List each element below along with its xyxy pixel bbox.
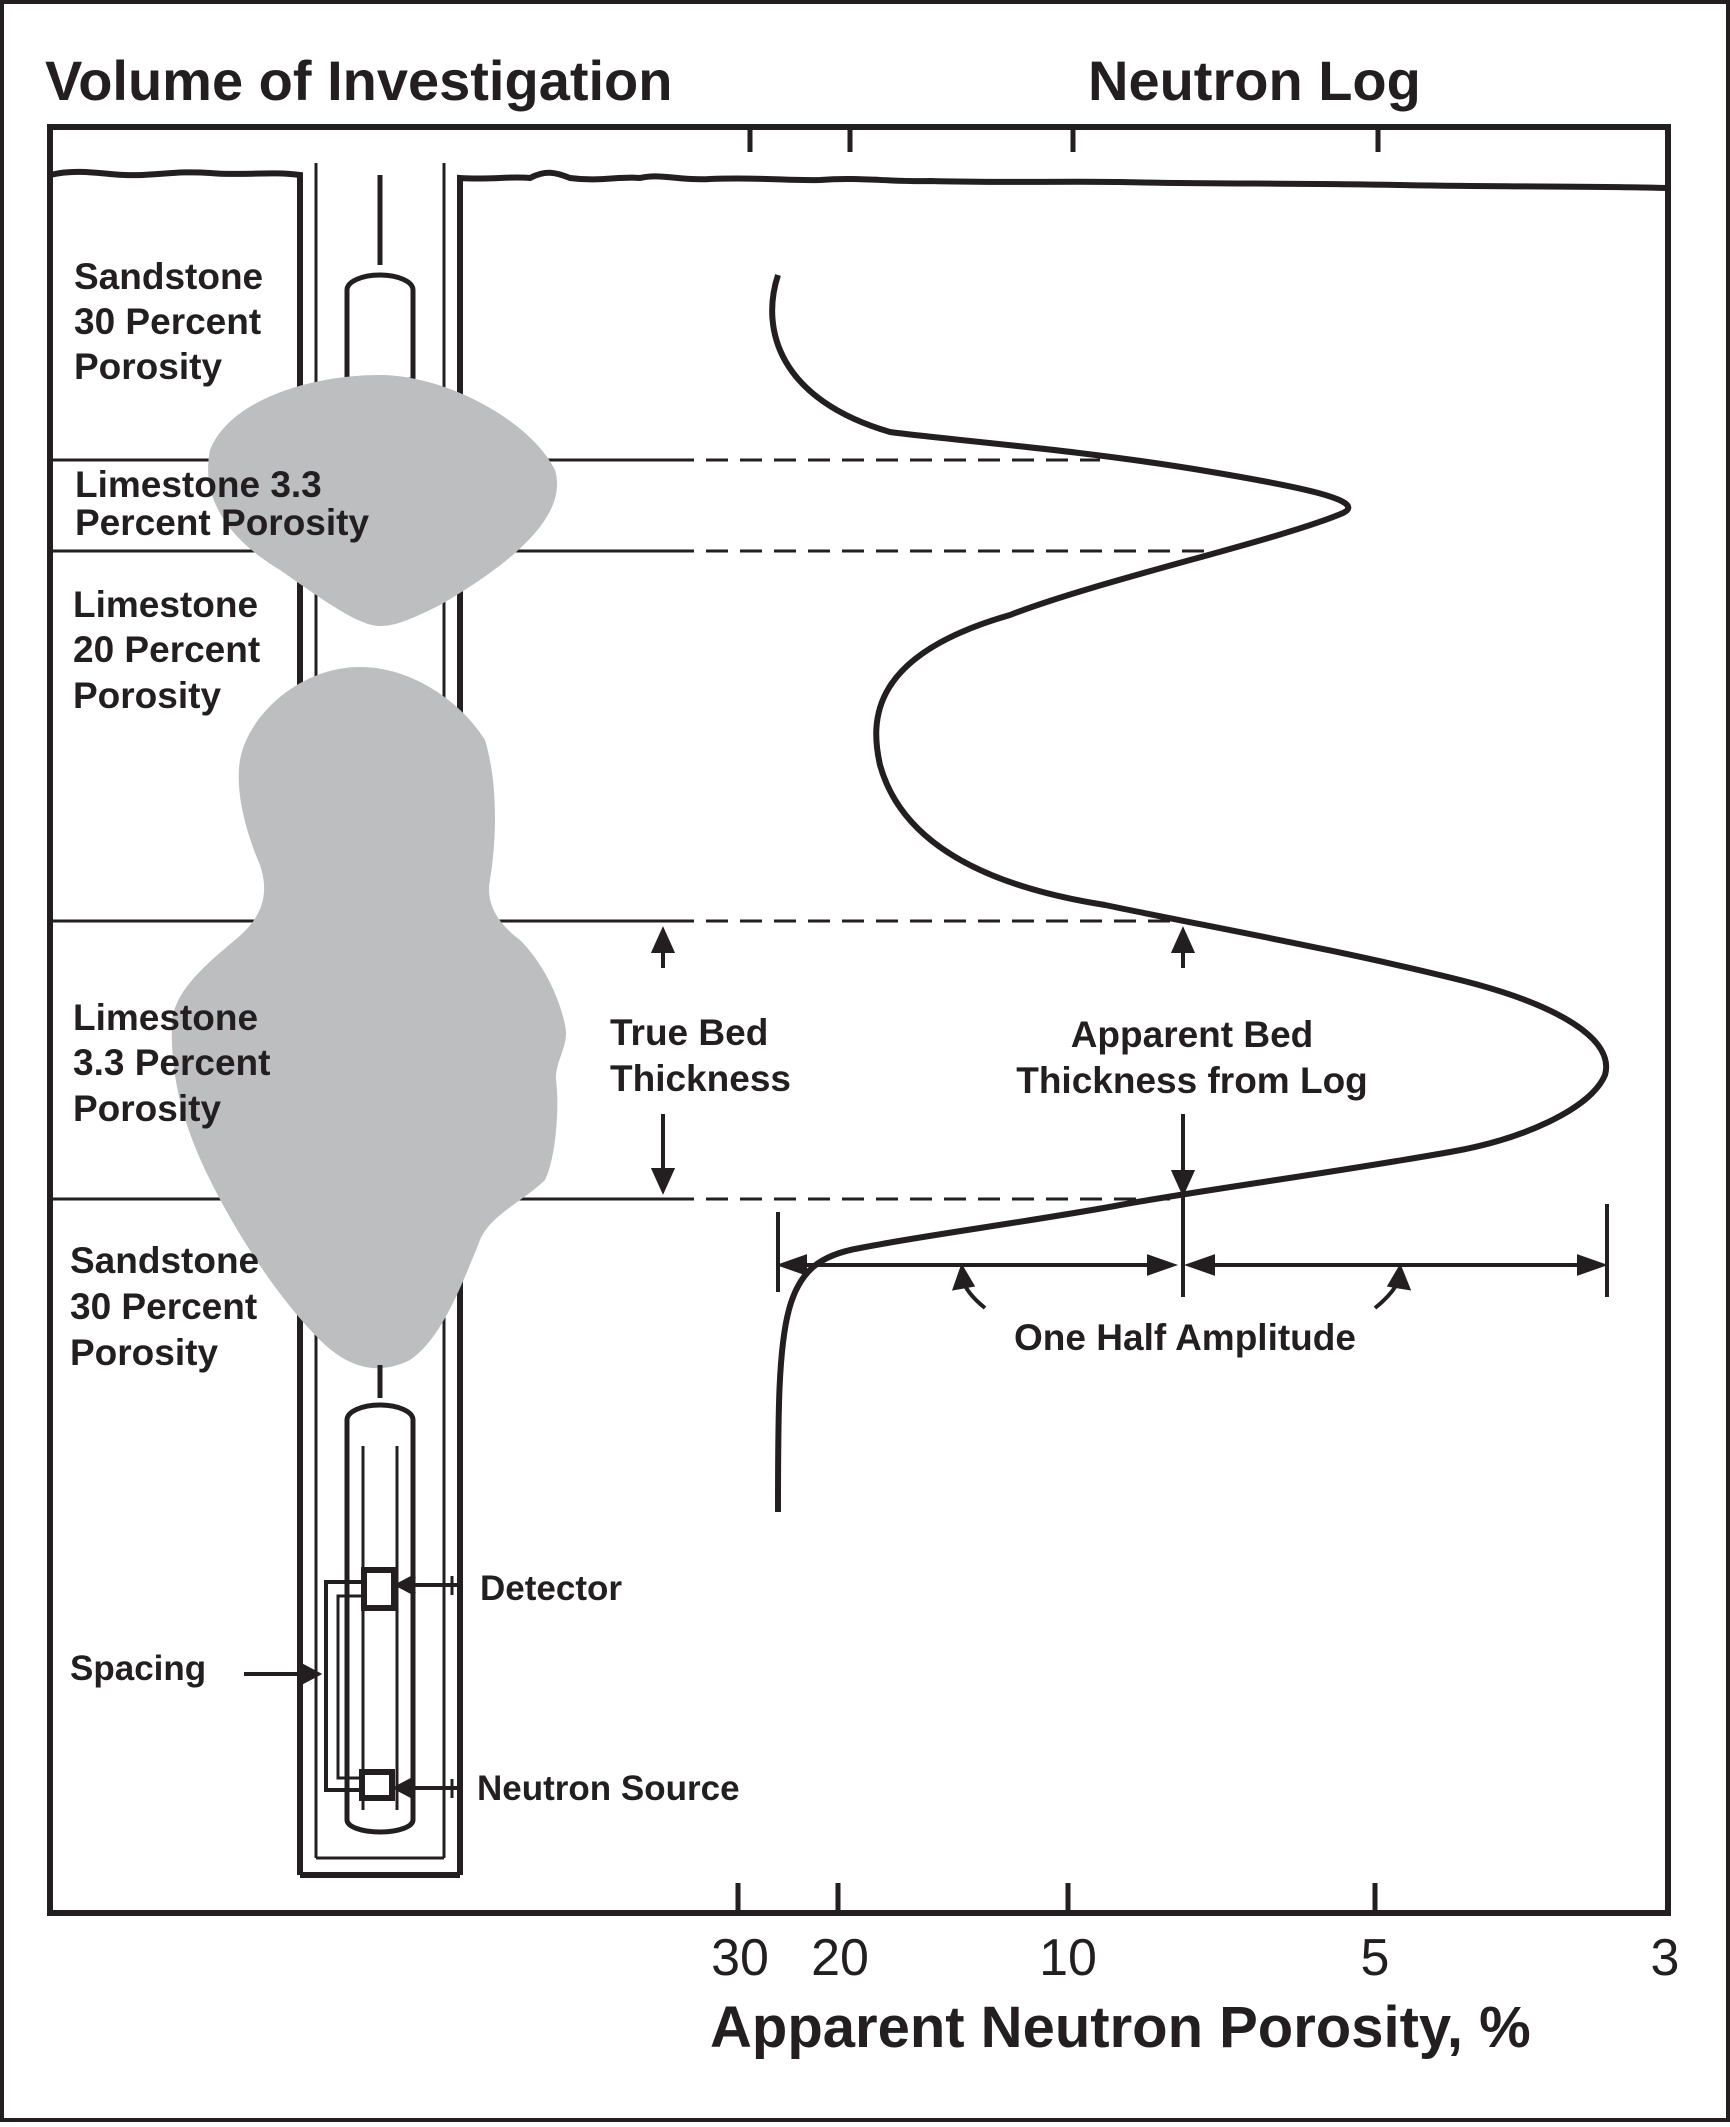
title-neutron-log: Neutron Log: [1088, 49, 1421, 112]
neutron-source-label: Neutron Source: [477, 1769, 740, 1808]
plot-frame: [47, 124, 1671, 1916]
title-volume-of-investigation: Volume of Investigation: [45, 49, 672, 112]
ground-surface: [49, 168, 303, 182]
axis-tick-label-30: 30: [711, 1929, 769, 1987]
axis-title: Apparent Neutron Porosity, %: [710, 1995, 1531, 2060]
axis-tick-label-10: 10: [1039, 1929, 1097, 1987]
source-box: [359, 1769, 395, 1801]
bottom-ticks: [735, 1883, 1378, 1913]
neutron-log-curve: [769, 274, 1610, 1513]
axis-tick-label-3: 3: [1651, 1929, 1680, 1987]
one-half-amplitude-label: One Half Amplitude: [1014, 1317, 1356, 1358]
investigation-volume-small: [208, 375, 558, 626]
detector-box: [361, 1567, 397, 1611]
apparent-bed-arrows: [1170, 926, 1196, 1297]
true-bed-arrows: [650, 926, 676, 1195]
tool-upper: [344, 175, 416, 383]
top-ticks: [747, 127, 1381, 152]
investigation-volume-large: [171, 667, 567, 1369]
tool-lower: [344, 1365, 416, 1835]
half-amplitude-dimension: [775, 1204, 1609, 1310]
ground-surface-right: [457, 169, 1669, 191]
axis-tick-label-5: 5: [1361, 1929, 1390, 1987]
tool-label-arrows: [244, 1574, 463, 1799]
detector-label: Detector: [480, 1569, 622, 1608]
axis-tick-label-20: 20: [811, 1929, 869, 1987]
spacing-bracket: [324, 1580, 364, 1792]
spacing-label: Spacing: [70, 1649, 206, 1688]
